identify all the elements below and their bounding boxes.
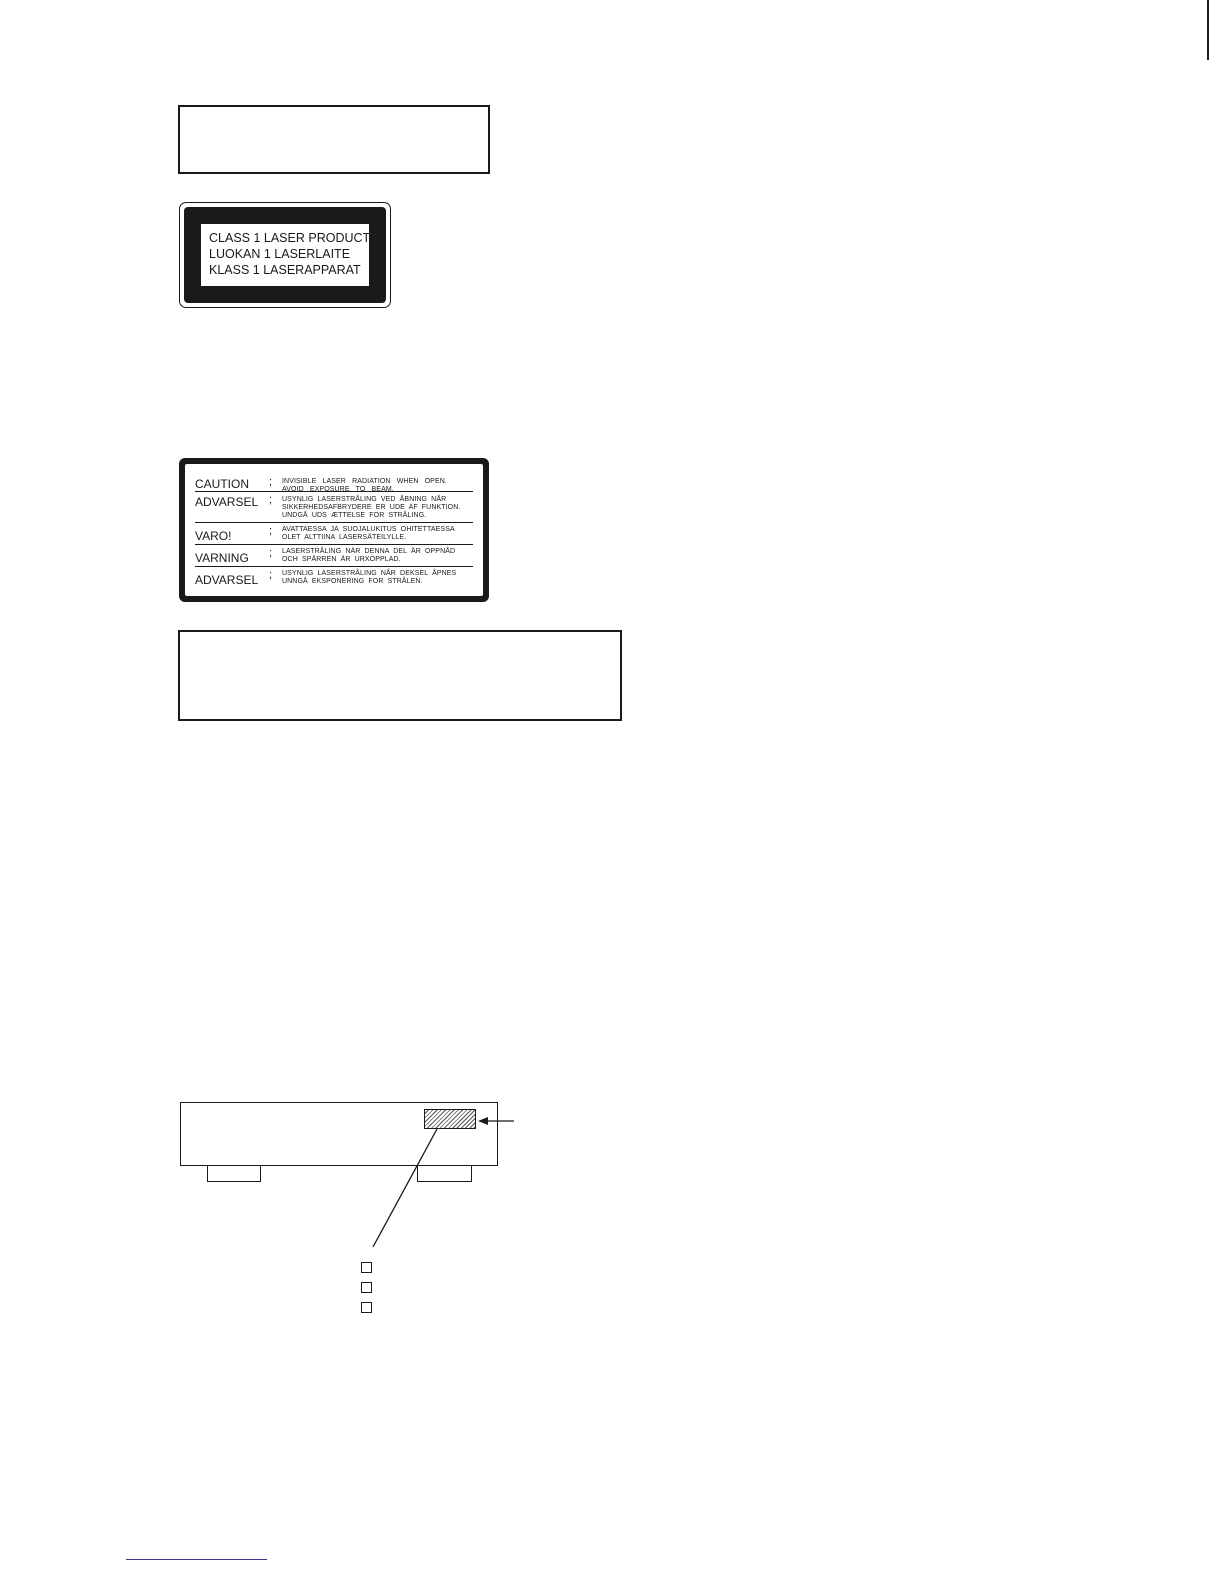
caution-word: VARO! — [195, 529, 232, 543]
caution-separator: ; — [269, 525, 273, 537]
caution-word: ADVARSEL — [195, 495, 259, 509]
footer-rule — [126, 1559, 267, 1560]
label-white-panel: CLASS 1 LASER PRODUCT LUOKAN 1 LASERLAIT… — [201, 224, 371, 286]
device-foot-right — [417, 1166, 472, 1182]
checkbox-1[interactable] — [361, 1262, 372, 1273]
caution-text: LASERSTRÅLING NÄR DENNA DEL ÄR OPPNÅD OC… — [282, 548, 456, 563]
caution-separator: ; — [269, 494, 273, 506]
caution-word: ADVARSEL — [195, 573, 259, 587]
caution-word: CAUTION — [195, 477, 249, 491]
caution-text: INVISIBLE LASER RADIATION WHEN OPEN. AVO… — [282, 478, 447, 493]
caution-divider — [195, 491, 473, 492]
label-location-hatch — [424, 1109, 476, 1129]
caution-separator: ; — [269, 476, 273, 488]
class-label-line-1: CLASS 1 LASER PRODUCT — [209, 231, 371, 245]
caution-separator: ; — [269, 547, 273, 559]
notice-box-middle — [178, 630, 622, 721]
caution-divider — [195, 522, 473, 523]
label-black-frame: CLASS 1 LASER PRODUCT LUOKAN 1 LASERLAIT… — [184, 207, 386, 303]
caution-label: CAUTION ; INVISIBLE LASER RADIATION WHEN… — [179, 458, 489, 602]
class-label-line-2: LUOKAN 1 LASERLAITE — [209, 247, 351, 261]
arrow-head — [478, 1117, 488, 1125]
notice-box-top — [178, 105, 490, 174]
caution-text: USYNLIG LASERSTRÅLING VED ÅBNING NÅR SIK… — [282, 496, 461, 519]
caution-separator: ; — [269, 569, 273, 581]
caution-divider — [195, 544, 473, 545]
crop-mark — [1207, 0, 1209, 60]
device-foot-left — [207, 1166, 261, 1182]
class-1-laser-label: CLASS 1 LASER PRODUCT LUOKAN 1 LASERLAIT… — [179, 202, 391, 308]
caution-text: AVATTAESSA JA SUOJALUKITUS OHITETTAESSA … — [282, 526, 455, 541]
leader-line — [372, 1128, 438, 1248]
checkbox-3[interactable] — [361, 1302, 372, 1313]
caution-divider — [195, 566, 473, 567]
caution-text: USYNLIG LASERSTRÅLING NÅR DEKSEL ÅPNES U… — [282, 570, 457, 585]
caution-label-panel: CAUTION ; INVISIBLE LASER RADIATION WHEN… — [185, 464, 483, 596]
device-outline — [180, 1102, 498, 1166]
class-label-line-3: KLASS 1 LASERAPPARAT — [209, 263, 361, 277]
checkbox-2[interactable] — [361, 1282, 372, 1293]
caution-word: VARNING — [195, 551, 249, 565]
